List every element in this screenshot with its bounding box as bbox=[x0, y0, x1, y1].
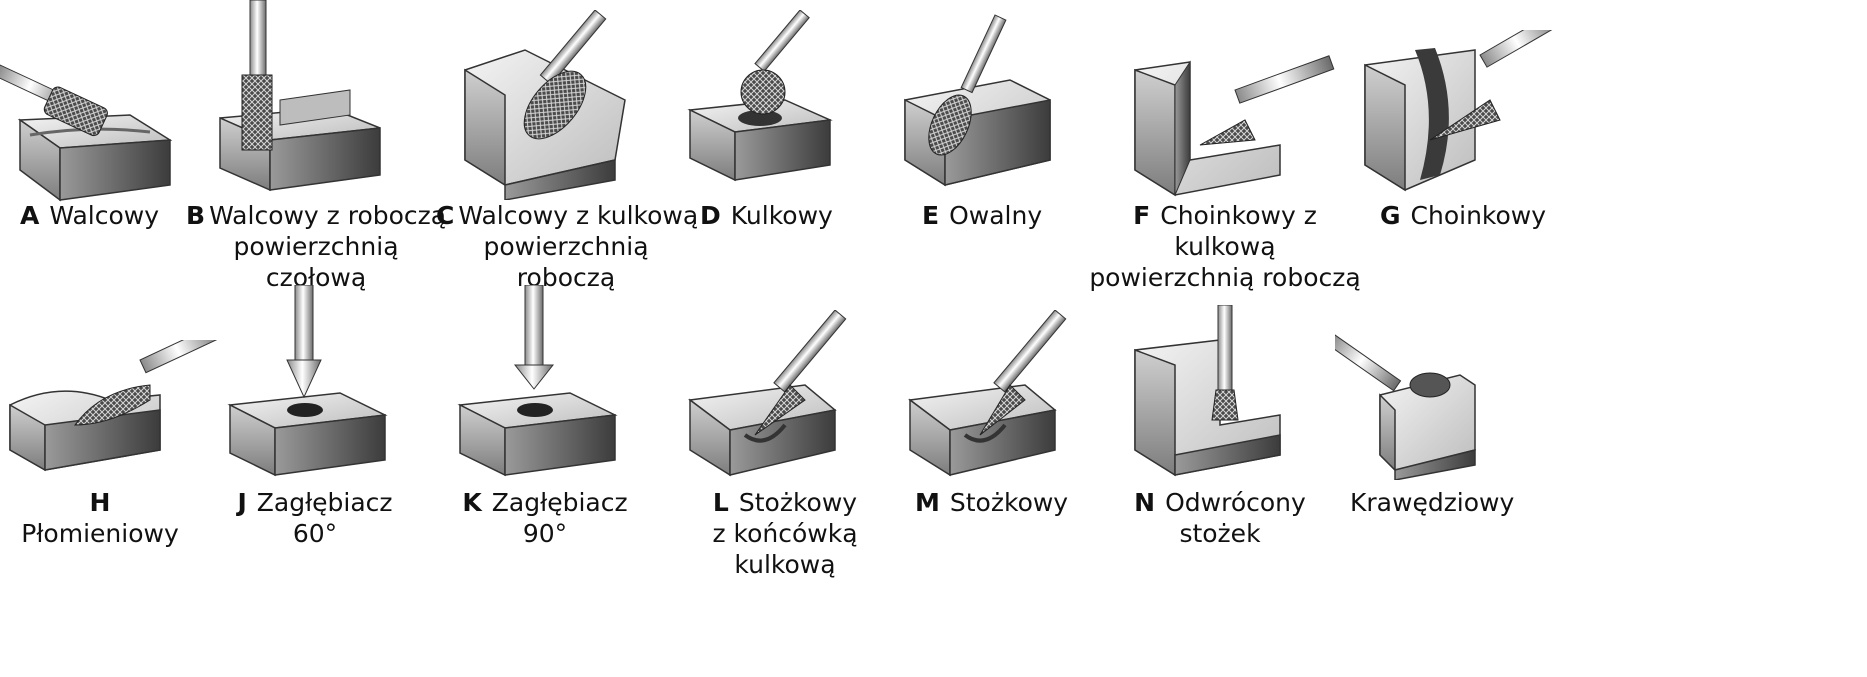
item-n bbox=[1130, 305, 1300, 480]
label-n-line1: Odwrócony bbox=[1165, 488, 1306, 517]
label-b-line2: powierzchnią bbox=[233, 232, 399, 261]
caption-k: K Zagłębiacz 90° bbox=[455, 487, 635, 549]
caption-j: J Zagłębiacz 60° bbox=[225, 487, 405, 549]
end-cut-cylindrical-burr-illustration bbox=[219, 0, 381, 192]
letter-n: N bbox=[1134, 488, 1156, 517]
label-k-line1: Zagłębiacz bbox=[491, 488, 628, 517]
label-j-line2: 60° bbox=[292, 519, 338, 548]
label-j-line1: Zagłębiacz bbox=[256, 488, 393, 517]
label-f-line3: powierzchnią roboczą bbox=[1089, 263, 1361, 292]
letter-d: D bbox=[700, 201, 721, 230]
tree-burr-illustration bbox=[1364, 30, 1562, 192]
caption-f: F Choinkowy z kulkową powierzchnią robocz… bbox=[1075, 200, 1375, 293]
label-l-line2: z końcówką bbox=[712, 519, 858, 548]
label-b-line1: Walcowy z roboczą bbox=[209, 201, 447, 230]
item-k bbox=[455, 285, 625, 480]
ball-nose-cylindrical-burr-illustration bbox=[464, 10, 626, 200]
label-e: Owalny bbox=[949, 201, 1043, 230]
letter-k: K bbox=[462, 488, 482, 517]
caption-m: M Stożkowy bbox=[915, 487, 1068, 518]
label-h: Płomieniowy bbox=[21, 519, 179, 548]
letter-j: J bbox=[237, 488, 247, 517]
label-l-line1: Stożkowy bbox=[738, 488, 858, 517]
caption-h: H Płomieniowy bbox=[0, 487, 200, 549]
label-c-line1: Walcowy z kulkową bbox=[458, 201, 699, 230]
item-h bbox=[0, 340, 230, 480]
item-a bbox=[0, 40, 180, 220]
letter-h: H bbox=[89, 488, 111, 517]
letter-m: M bbox=[915, 488, 940, 517]
edge-burr-illustration bbox=[1335, 334, 1476, 480]
letter-l: L bbox=[712, 488, 729, 517]
item-d bbox=[685, 10, 845, 200]
ball-nose-tree-burr-illustration bbox=[1134, 55, 1335, 197]
countersink-60-illustration bbox=[227, 285, 388, 477]
ball-nose-cone-burr-illustration bbox=[688, 310, 847, 477]
label-d: Kulkowy bbox=[730, 201, 833, 230]
label-c-line2: powierzchnią bbox=[483, 232, 649, 261]
caption-g: G Choinkowy bbox=[1380, 200, 1546, 231]
item-b bbox=[210, 0, 390, 200]
oval-burr-illustration bbox=[904, 14, 1051, 187]
label-b-line3: czołową bbox=[265, 263, 367, 292]
letter-e: E bbox=[922, 201, 940, 230]
countersink-90-illustration bbox=[457, 285, 618, 477]
item-j bbox=[225, 285, 395, 480]
letter-a: A bbox=[20, 201, 40, 230]
flame-burr-illustration bbox=[9, 340, 224, 472]
caption-edge: Krawędziowy bbox=[1350, 487, 1514, 518]
item-f bbox=[1130, 50, 1350, 200]
label-k-line2: 90° bbox=[522, 519, 568, 548]
item-g bbox=[1360, 30, 1567, 200]
cylindrical-burr-illustration bbox=[0, 64, 173, 202]
label-f-line1: Choinkowy z bbox=[1160, 201, 1317, 230]
letter-g: G bbox=[1380, 201, 1401, 230]
label-m: Stożkowy bbox=[949, 488, 1069, 517]
item-edge bbox=[1335, 330, 1495, 480]
label-n-line2: stożek bbox=[1179, 519, 1261, 548]
caption-l: L Stożkowy z końcówką kulkową bbox=[685, 487, 885, 580]
caption-e: E Owalny bbox=[922, 200, 1042, 231]
item-m bbox=[905, 310, 1105, 480]
item-e bbox=[900, 10, 1060, 200]
item-c bbox=[455, 10, 655, 200]
letter-f: F bbox=[1133, 201, 1151, 230]
inverted-cone-burr-illustration bbox=[1134, 305, 1281, 477]
letter-b: B bbox=[186, 201, 206, 230]
label-a: Walcowy bbox=[49, 201, 160, 230]
caption-d: D Kulkowy bbox=[700, 200, 833, 231]
caption-a: A Walcowy bbox=[20, 200, 159, 231]
caption-n: N Odwrócony stożek bbox=[1130, 487, 1310, 549]
item-l bbox=[685, 310, 885, 480]
letter-c: C bbox=[436, 201, 455, 230]
label-l-line3: kulkową bbox=[734, 550, 836, 579]
label-g: Choinkowy bbox=[1410, 201, 1547, 230]
label-f-line2: kulkową bbox=[1174, 232, 1276, 261]
ball-burr-illustration bbox=[687, 10, 833, 182]
cone-burr-illustration bbox=[908, 310, 1067, 477]
label-edge: Krawędziowy bbox=[1350, 488, 1515, 517]
